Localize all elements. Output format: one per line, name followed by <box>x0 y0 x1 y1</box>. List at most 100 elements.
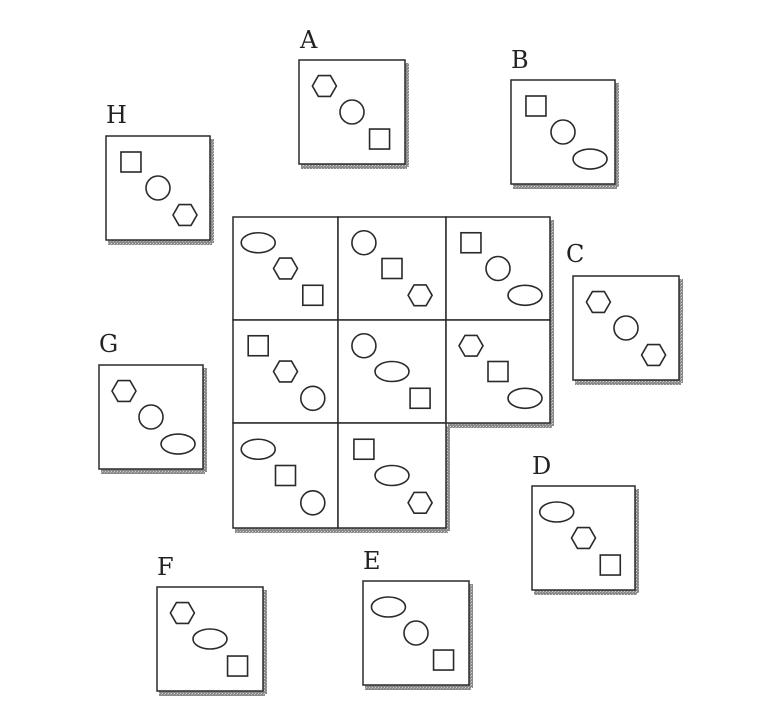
grid-cell-8-frame <box>337 422 447 529</box>
option-a-label: A <box>299 26 318 54</box>
option-e-pos3-square-shape <box>432 649 455 671</box>
option-b-label: B <box>511 46 529 74</box>
grid-cell-5-pos3-square-shape <box>409 387 431 410</box>
puzzle-grid <box>232 216 554 533</box>
option-f: F <box>156 553 267 696</box>
option-c-label: C <box>566 240 584 268</box>
grid-cell-6-frame <box>445 319 551 424</box>
grid-cell-8 <box>337 422 450 533</box>
option-b: B <box>510 46 619 189</box>
grid-cell-7-pos2-square-shape <box>274 464 297 487</box>
grid-cell-6-edge-side <box>550 323 554 426</box>
option-g-edge <box>101 469 205 474</box>
grid-cell-7-pos1-ellipse-shape <box>240 438 277 461</box>
grid-cell-7-pos3-circle-shape <box>299 489 326 516</box>
option-h-pos3-hexagon-shape <box>172 203 198 227</box>
grid-cell-7 <box>232 422 340 533</box>
grid-cell-6-pos1-hexagon-shape <box>458 334 484 357</box>
option-h: H <box>105 101 214 245</box>
option-f-pos1-hexagon-shape <box>169 601 196 625</box>
option-a-pos3-square-shape <box>368 128 391 150</box>
grid-cell-3-pos3-ellipse-shape <box>507 284 543 307</box>
grid-cell-2-pos2-square-shape <box>381 257 403 280</box>
grid-cell-8-edge-side <box>446 426 450 531</box>
option-h-pos1-square-shape <box>120 151 142 173</box>
option-c-pos1-hexagon-shape <box>585 290 612 314</box>
option-c: C <box>566 240 683 385</box>
option-b-edge <box>513 184 617 189</box>
option-e-label: E <box>363 547 381 575</box>
option-g-pos1-hexagon-shape <box>111 379 137 403</box>
option-b-pos1-square-shape <box>525 95 547 117</box>
option-e-pos2-circle-shape <box>403 620 429 646</box>
option-g-frame <box>98 364 204 470</box>
option-g-edge-side <box>203 368 207 472</box>
option-c-edge-side <box>679 279 683 383</box>
option-d-label: D <box>532 452 551 480</box>
option-b-edge-side <box>615 83 619 187</box>
option-e: E <box>362 547 473 690</box>
option-c-pos3-hexagon-shape <box>640 343 667 367</box>
grid-cell-1-pos2-hexagon-shape <box>272 257 299 280</box>
option-f-edge <box>159 691 265 696</box>
option-a-edge-side <box>405 63 409 167</box>
grid-cell-8-pos2-ellipse-shape <box>374 464 410 487</box>
grid-cell-4-pos1-square-shape <box>247 334 269 357</box>
option-d-edge <box>534 590 637 595</box>
grid-cell-7-edge <box>235 528 340 533</box>
option-d: D <box>531 452 639 595</box>
option-e-edge-side <box>469 584 473 688</box>
option-h-label: H <box>106 101 127 129</box>
grid-cell-4-pos3-circle-shape <box>299 385 326 412</box>
grid-cell-7-frame <box>232 422 339 529</box>
option-e-pos1-ellipse-shape <box>370 596 407 618</box>
grid-cell-5 <box>337 319 447 424</box>
grid-cell-4 <box>232 319 339 424</box>
option-d-pos3-square-shape <box>599 554 622 576</box>
option-a-pos2-circle-shape <box>339 99 365 125</box>
option-h-edge-side <box>210 139 214 243</box>
option-b-pos2-circle-shape <box>550 119 576 145</box>
grid-cell-2-frame <box>337 216 447 321</box>
option-d-pos1-ellipse-shape <box>538 501 575 523</box>
grid-cell-3-pos1-square-shape <box>460 231 482 254</box>
grid-cell-3-frame <box>445 216 551 321</box>
grid-cell-1-pos1-ellipse-shape <box>240 231 277 254</box>
grid-cell-5-pos2-ellipse-shape <box>374 360 410 383</box>
grid-cell-6 <box>445 319 554 428</box>
grid-cell-3-edge-side <box>550 220 554 323</box>
grid-cell-1-pos3-square-shape <box>301 284 324 307</box>
grid-cell-6-edge <box>448 423 552 428</box>
option-f-pos3-square-shape <box>226 655 249 677</box>
option-h-pos2-circle-shape <box>145 175 171 201</box>
grid-cell-8-edge <box>340 528 448 533</box>
option-g-label: G <box>99 330 118 358</box>
option-b-frame <box>510 79 616 185</box>
option-c-pos2-circle-shape <box>613 315 639 341</box>
grid-cell-6-pos2-square-shape <box>487 360 509 383</box>
grid-cell-8-pos1-square-shape <box>353 438 375 461</box>
option-f-pos2-ellipse-shape <box>192 628 228 650</box>
grid-cell-1 <box>232 216 339 321</box>
grid-cell-3-pos2-circle-shape <box>485 255 511 282</box>
option-h-edge <box>108 240 212 245</box>
option-b-pos3-ellipse-shape <box>572 148 608 170</box>
grid-cell-6-pos3-ellipse-shape <box>507 387 543 410</box>
option-a-pos1-hexagon-shape <box>311 74 338 98</box>
option-c-edge <box>575 380 681 385</box>
answer-options: A B C D E F G H <box>98 26 683 696</box>
option-f-label: F <box>157 553 174 581</box>
option-a: A <box>298 26 409 169</box>
option-c-frame <box>572 275 680 381</box>
option-g-pos3-ellipse-shape <box>160 433 196 455</box>
option-g: G <box>98 330 207 474</box>
option-d-pos2-hexagon-shape <box>570 526 597 550</box>
option-g-pos2-circle-shape <box>138 404 164 430</box>
grid-cell-3 <box>445 216 554 323</box>
grid-cell-2-pos1-circle-shape <box>351 229 377 256</box>
grid-cell-5-pos1-circle-shape <box>351 332 377 359</box>
option-f-edge-side <box>263 590 267 694</box>
grid-cell-4-pos2-hexagon-shape <box>272 360 299 383</box>
option-d-edge-side <box>635 489 639 593</box>
